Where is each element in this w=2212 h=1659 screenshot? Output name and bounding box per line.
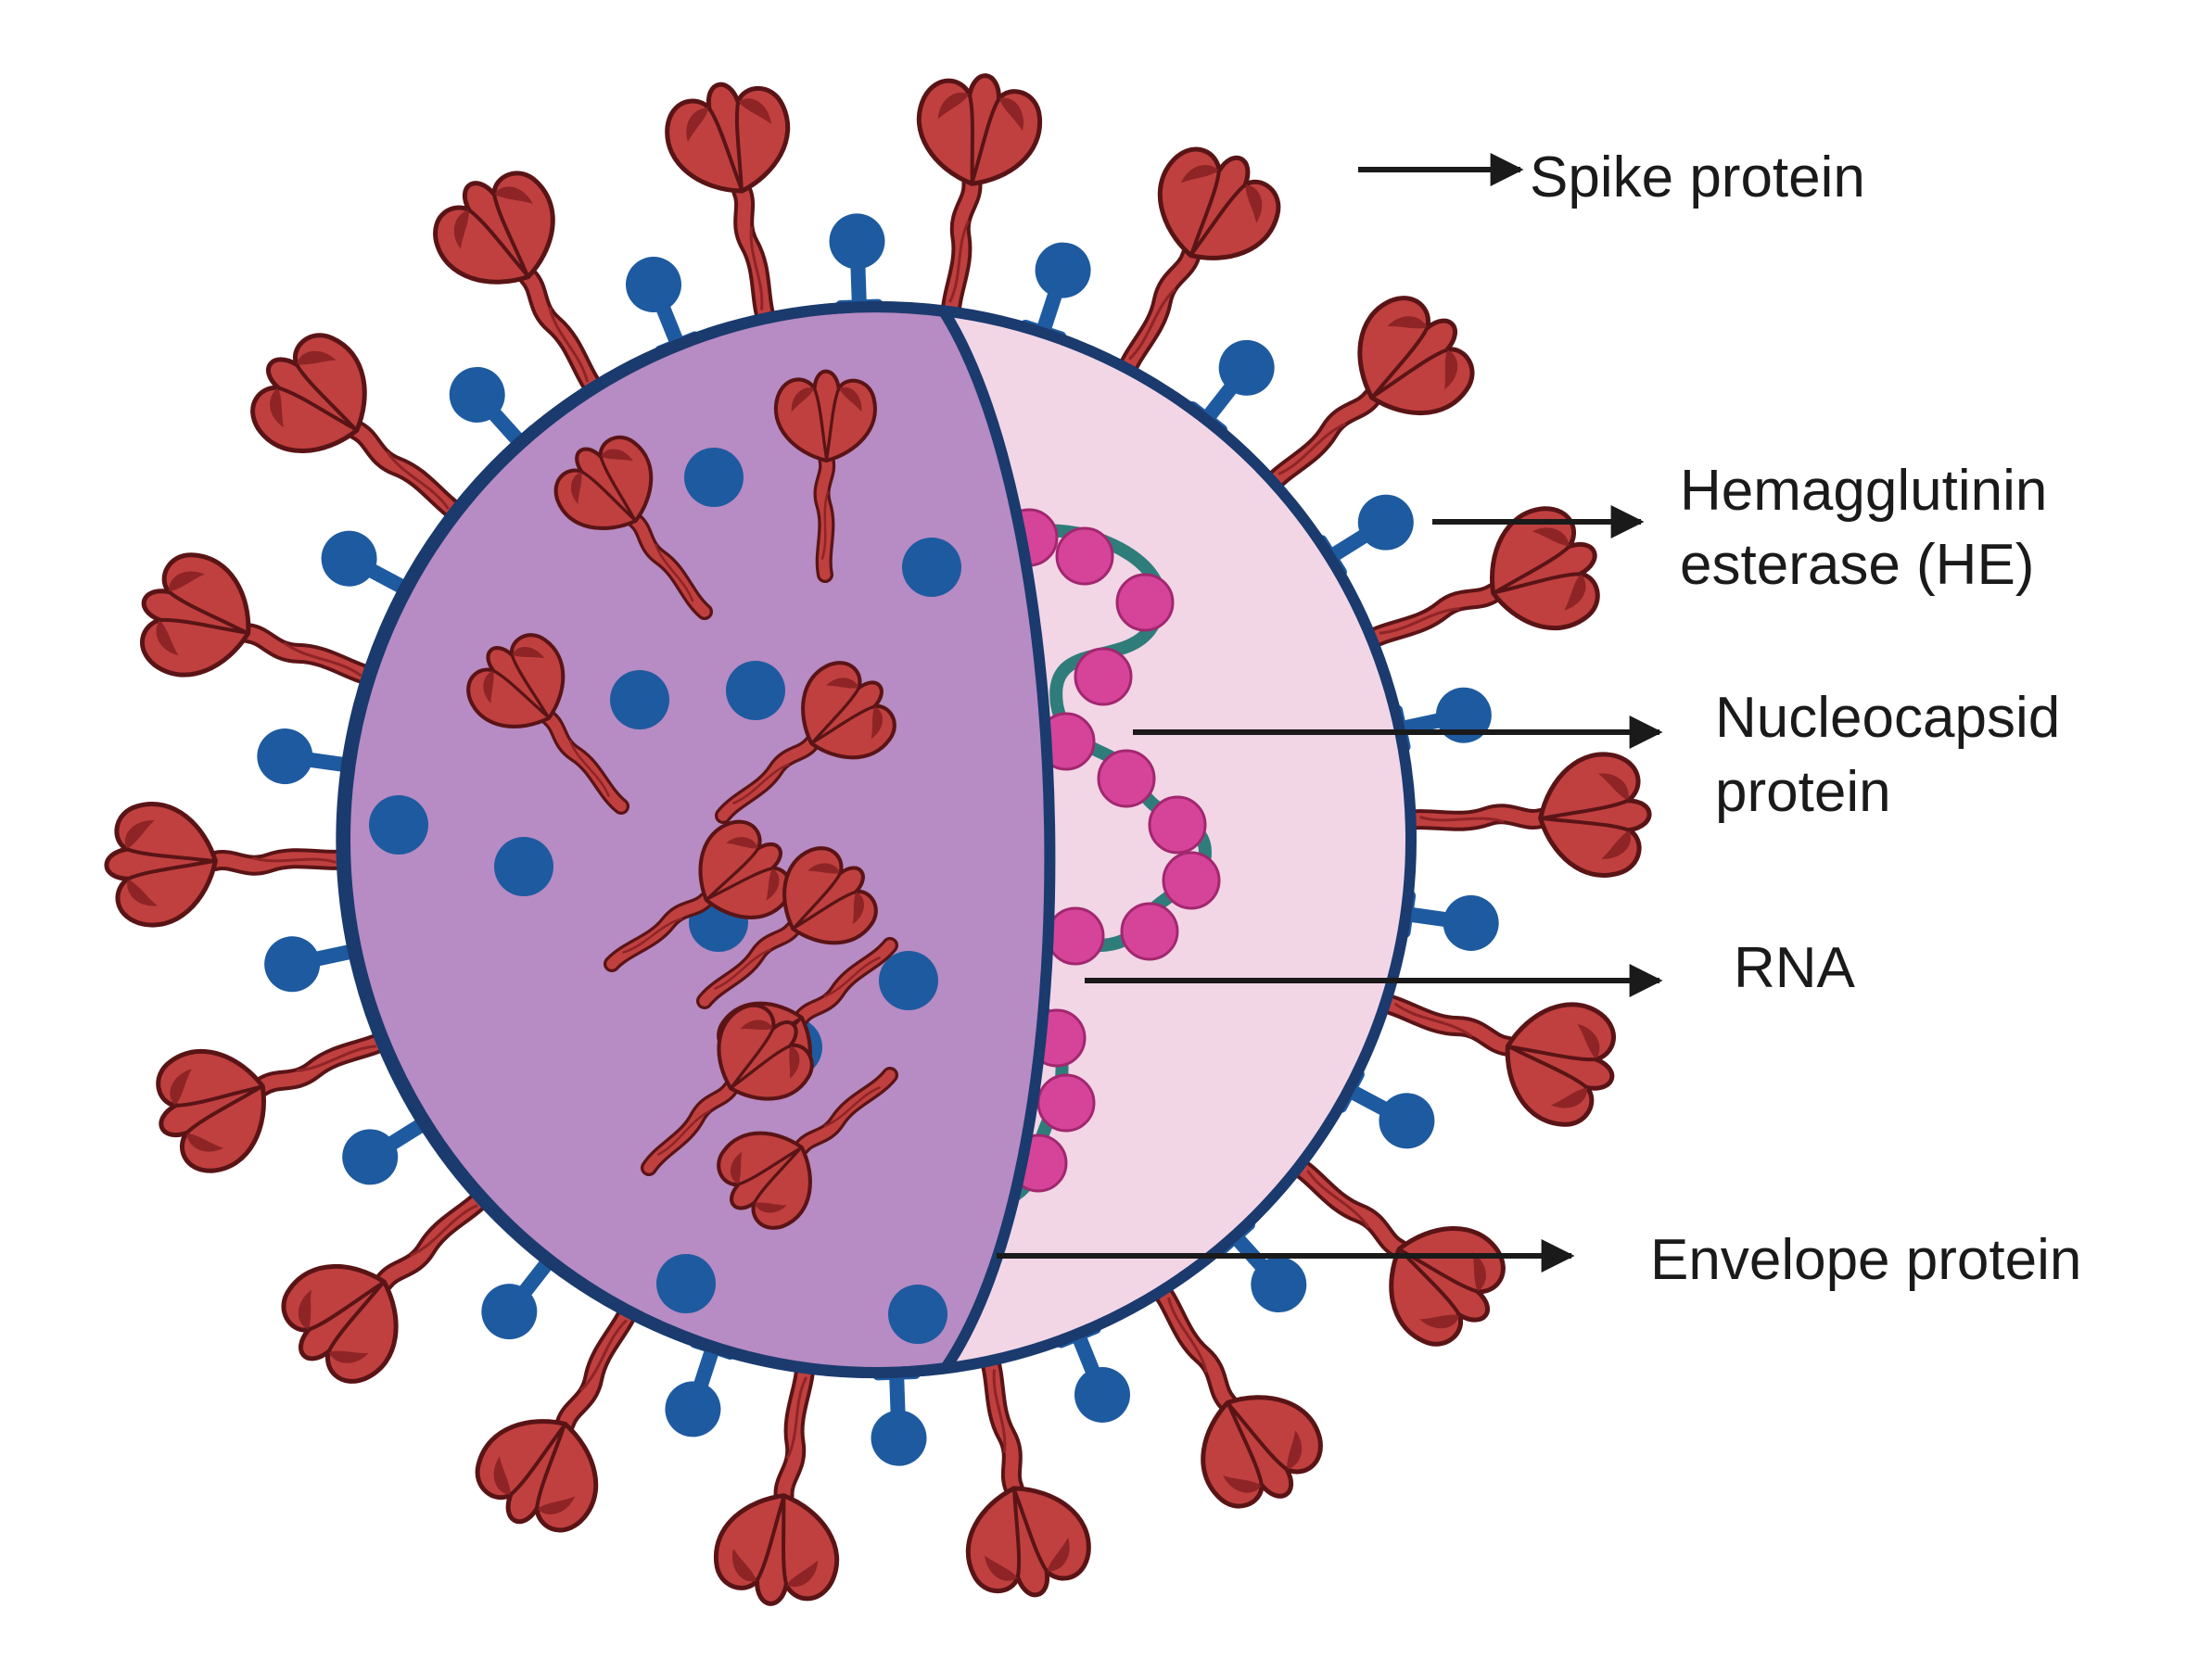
- surface-proteins-front: [369, 372, 961, 1344]
- envelope-dot: [879, 951, 938, 1010]
- nucleocapsid-bead: [1120, 902, 1179, 961]
- nucleocapsid-bead: [1036, 1073, 1096, 1133]
- envelope-dot: [684, 448, 744, 507]
- label-rna: RNA: [1734, 936, 1856, 1000]
- nucleocapsid-bead: [1097, 749, 1156, 808]
- envelope-dot: [369, 795, 428, 855]
- nucleocapsid-bead: [1148, 795, 1207, 855]
- envelope-dot: [902, 538, 961, 597]
- nucleocapsid-bead: [1115, 573, 1175, 632]
- nucleocapsid-bead: [1162, 851, 1221, 910]
- he-protein: [828, 212, 887, 311]
- label-arrows: [997, 153, 1663, 1273]
- label-envelope-protein: Envelope protein: [1650, 1228, 2081, 1292]
- spike-protein: [1399, 753, 1651, 882]
- nucleocapsid-bead: [1046, 906, 1105, 966]
- label-nucleocapsid-line1: Nucleocapsid: [1715, 686, 2060, 750]
- envelope-dot: [494, 837, 553, 896]
- spike-protein: [891, 68, 1045, 330]
- spike-protein: [710, 1349, 864, 1612]
- viral-membrane: [339, 301, 1417, 1378]
- spike-protein: [105, 797, 357, 927]
- envelope-dot: [610, 670, 669, 729]
- label-he-line2: esterase (HE): [1680, 533, 2034, 597]
- label-he-line1: Hemagglutinin: [1680, 459, 2047, 523]
- label-spike-protein: Spike protein: [1530, 146, 1865, 209]
- spike-protein: [927, 1339, 1097, 1607]
- nucleocapsid-bead: [1055, 526, 1114, 586]
- label-nucleocapsid-line2: protein: [1715, 760, 1891, 824]
- labels: Spike protein Hemagglutinin esterase (HE…: [1530, 146, 2081, 1292]
- he-protein: [869, 1368, 928, 1467]
- envelope-dot: [726, 661, 785, 720]
- envelope-dot: [656, 1254, 716, 1313]
- he-protein: [1398, 886, 1502, 955]
- nucleocapsid-bead: [1074, 647, 1133, 706]
- envelope-dot: [888, 1285, 947, 1344]
- spike-protein: [659, 72, 829, 340]
